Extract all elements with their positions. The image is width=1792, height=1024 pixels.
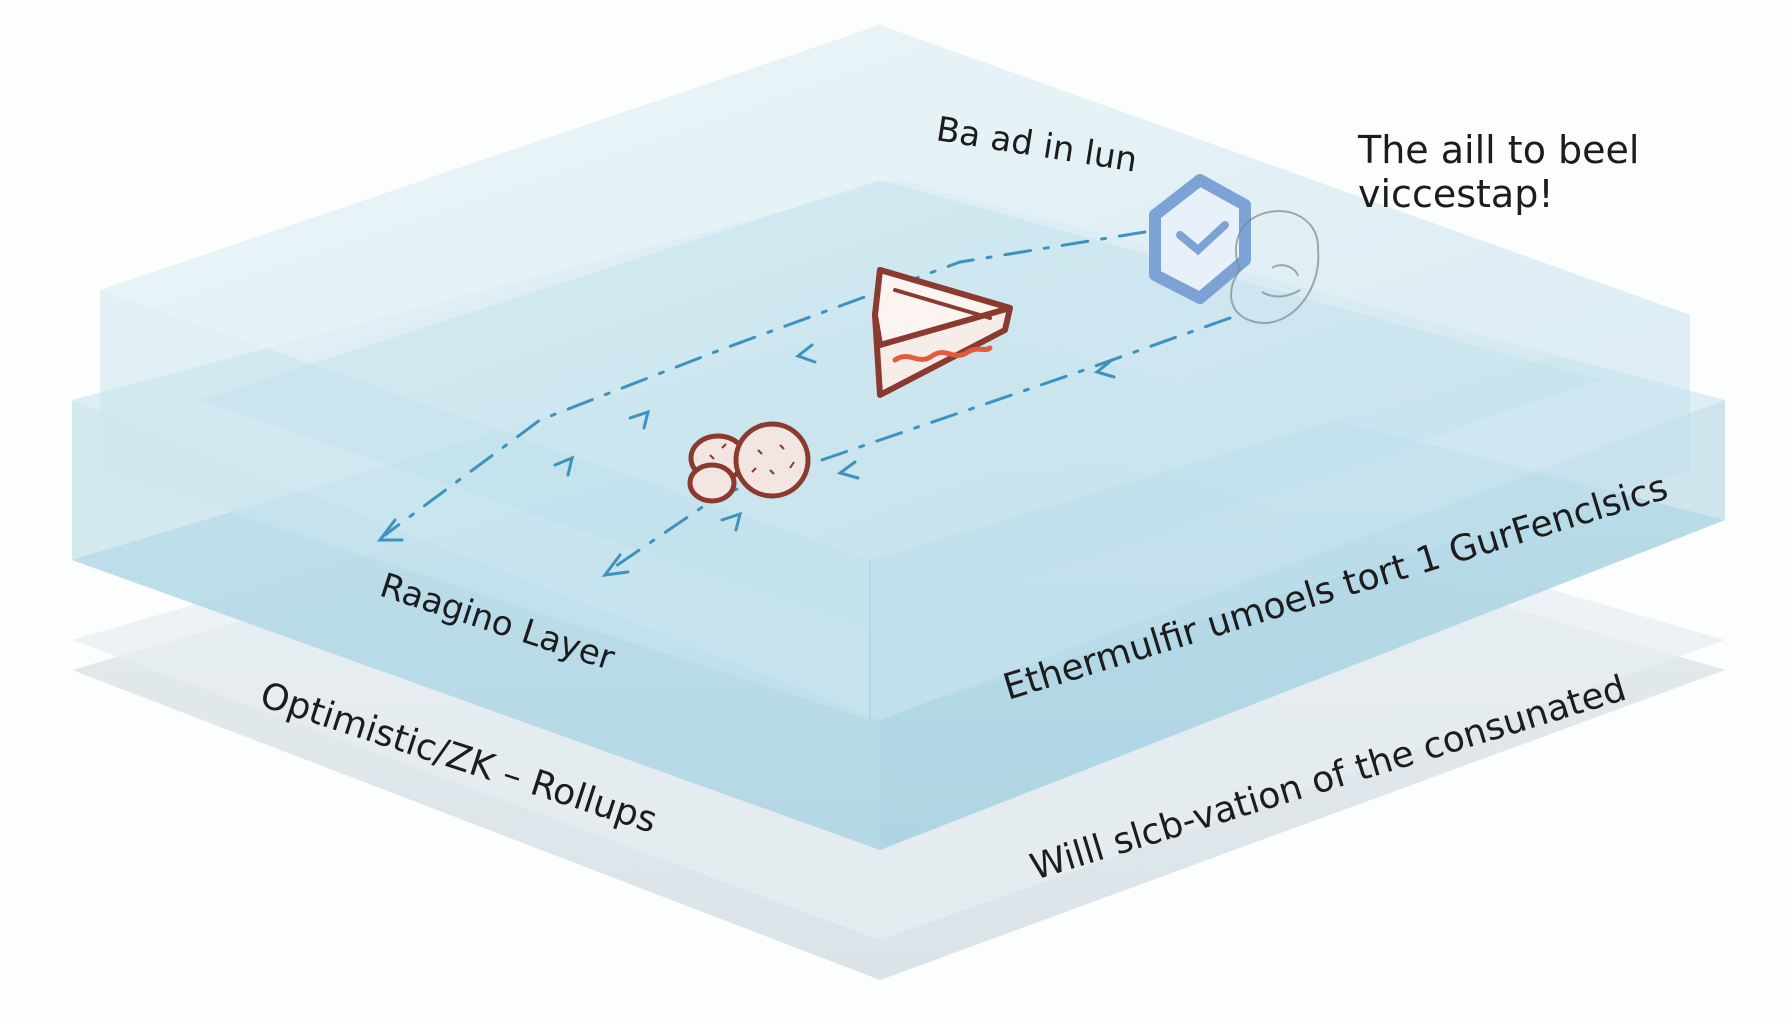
flow-arrow-upper bbox=[383, 230, 1147, 537]
arrowhead-chevron-5 bbox=[628, 409, 651, 430]
cake-slice-icon bbox=[872, 267, 1013, 398]
arrowhead-chevron-2 bbox=[1093, 358, 1116, 379]
arrowhead-chevron-3 bbox=[836, 460, 860, 480]
label-top-right-line2: viccestap! bbox=[1358, 172, 1554, 216]
coins-icon bbox=[687, 421, 811, 504]
arrowhead-left-upper bbox=[377, 518, 404, 542]
hexagon-shield-icon bbox=[1149, 174, 1251, 304]
arrowhead-left-lower bbox=[601, 553, 630, 577]
arrowhead-chevron-6 bbox=[720, 511, 743, 532]
arrowhead-chevron-4 bbox=[553, 455, 575, 477]
sketch-blob-icon bbox=[1230, 210, 1320, 325]
arrowhead-chevron-1 bbox=[794, 343, 817, 364]
flow-arrows bbox=[377, 230, 1232, 577]
flow-arrow-lower bbox=[608, 316, 1232, 572]
label-top-right-line1: The aill to beel bbox=[1357, 128, 1639, 172]
